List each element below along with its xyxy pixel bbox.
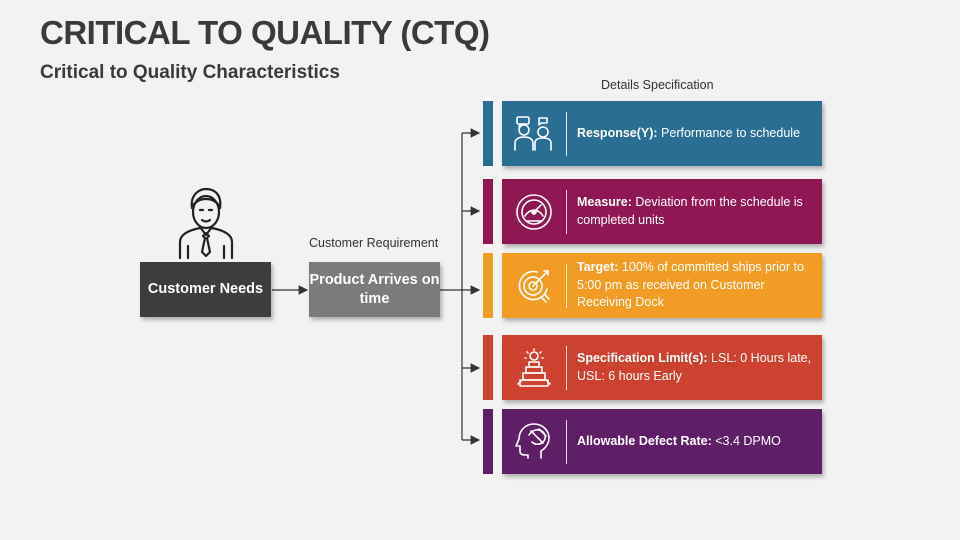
- spec-label-measure: Measure:: [577, 195, 632, 209]
- spec-strip-2: [483, 179, 493, 244]
- spec-card-response: Response(Y): Performance to schedule: [502, 101, 822, 166]
- spec-card-target: Target: 100% of committed ships prior to…: [502, 253, 822, 318]
- spec-strip-1: [483, 101, 493, 166]
- speedometer-icon: [516, 193, 552, 230]
- people-chat-icon: [514, 115, 552, 151]
- target-icon: [518, 269, 550, 303]
- head-brain-icon: [515, 422, 550, 459]
- spec-strip-3: [483, 253, 493, 318]
- spec-strip-5: [483, 409, 493, 474]
- customer-needs-box: Customer Needs: [140, 262, 271, 317]
- spec-text-response: Performance to schedule: [657, 125, 801, 140]
- spec-label-response: Response(Y):: [577, 125, 658, 140]
- spec-card-spec-limits: Specification Limit(s): LSL: 0 Hours lat…: [502, 335, 822, 400]
- page-title: CRITICAL TO QUALITY (CTQ): [40, 14, 490, 51]
- spec-label-target: Target:: [577, 260, 619, 275]
- spec-text-limits: LSL: 0 Hours late, USL: 6 hours Early: [577, 351, 812, 383]
- spec-strip-4: [483, 335, 493, 400]
- customer-requirement-label: Customer Requirement: [309, 236, 439, 250]
- page-subtitle: Critical to Quality Characteristics: [40, 62, 340, 83]
- spec-card-defect-rate: Allowable Defect Rate: <3.4 DPMO: [502, 409, 822, 474]
- person-icon: [178, 187, 234, 260]
- details-specification-label: Details Specification: [601, 78, 714, 92]
- spec-text-target: 100% of committed ships prior to 5:00 pm…: [577, 260, 804, 310]
- spec-label-defect-rate: Allowable Defect Rate:: [577, 433, 712, 448]
- spec-card-measure: Measure: Deviation from the schedule is …: [502, 179, 822, 244]
- product-arrives-box: Product Arrives on time: [309, 262, 440, 317]
- spec-text-defect-rate: <3.4 DPMO: [711, 433, 781, 448]
- spec-label-limits: Specification Limit(s):: [577, 351, 708, 365]
- stacked-limits-icon: [517, 347, 551, 387]
- spec-text-measure: Deviation from the schedule is completed…: [577, 195, 803, 227]
